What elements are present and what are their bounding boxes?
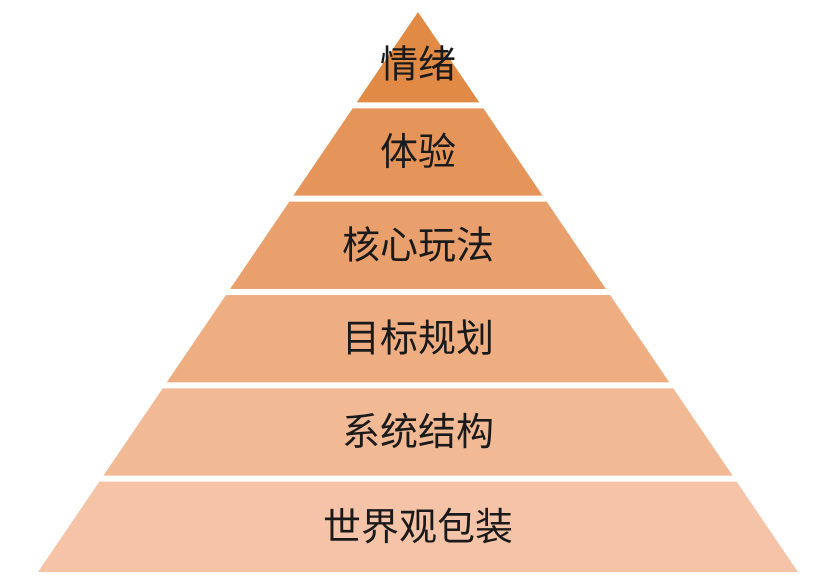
pyramid-layer-4 (166, 295, 670, 383)
pyramid-layer-3 (230, 201, 606, 289)
pyramid-layer-2 (293, 108, 543, 196)
pyramid-layer-6 (38, 481, 798, 572)
pyramid-layer-label-6: 世界观包装 (323, 505, 513, 549)
pyramid-layer-label-5: 系统结构 (342, 410, 494, 454)
pyramid-layer-1 (356, 12, 480, 103)
pyramid-layer-label-2: 体验 (380, 130, 456, 174)
pyramid-layer-label-1: 情绪 (380, 42, 456, 86)
pyramid-layer-label-4: 目标规划 (342, 317, 494, 361)
pyramid-layer-5 (103, 388, 733, 476)
pyramid-layer-label-3: 核心玩法 (342, 223, 494, 267)
